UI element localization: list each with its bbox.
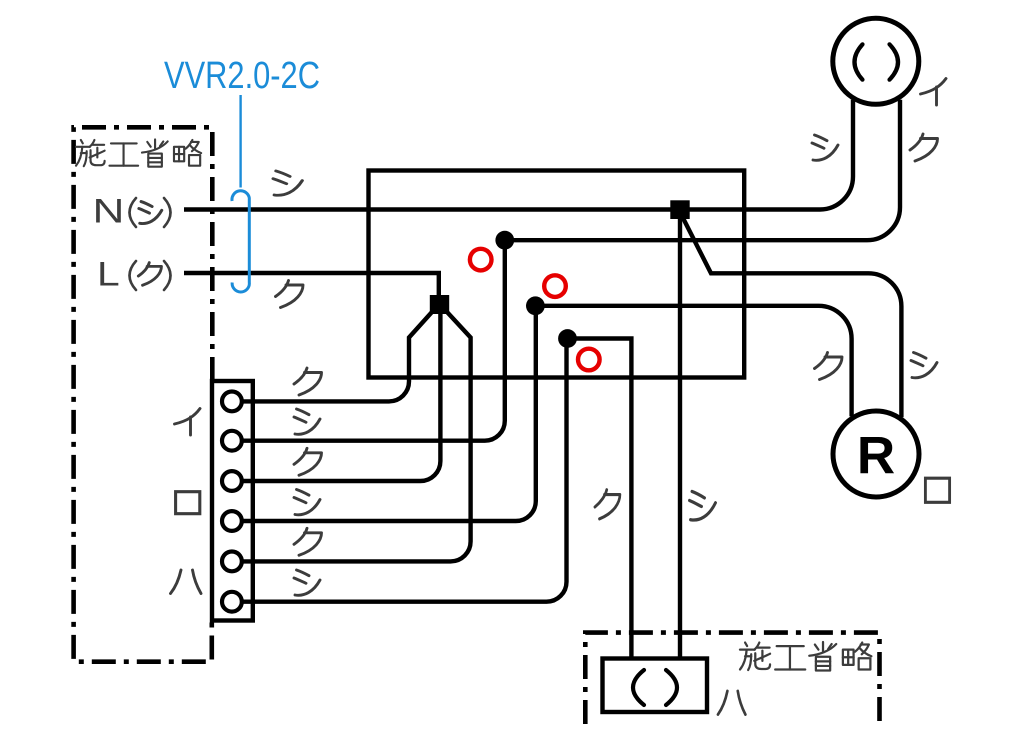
svg-text:R: R — [857, 427, 895, 486]
svg-text:L: L — [97, 255, 120, 293]
svg-text:VVR2.0-2C: VVR2.0-2C — [164, 55, 320, 97]
svg-text:N: N — [93, 192, 125, 230]
